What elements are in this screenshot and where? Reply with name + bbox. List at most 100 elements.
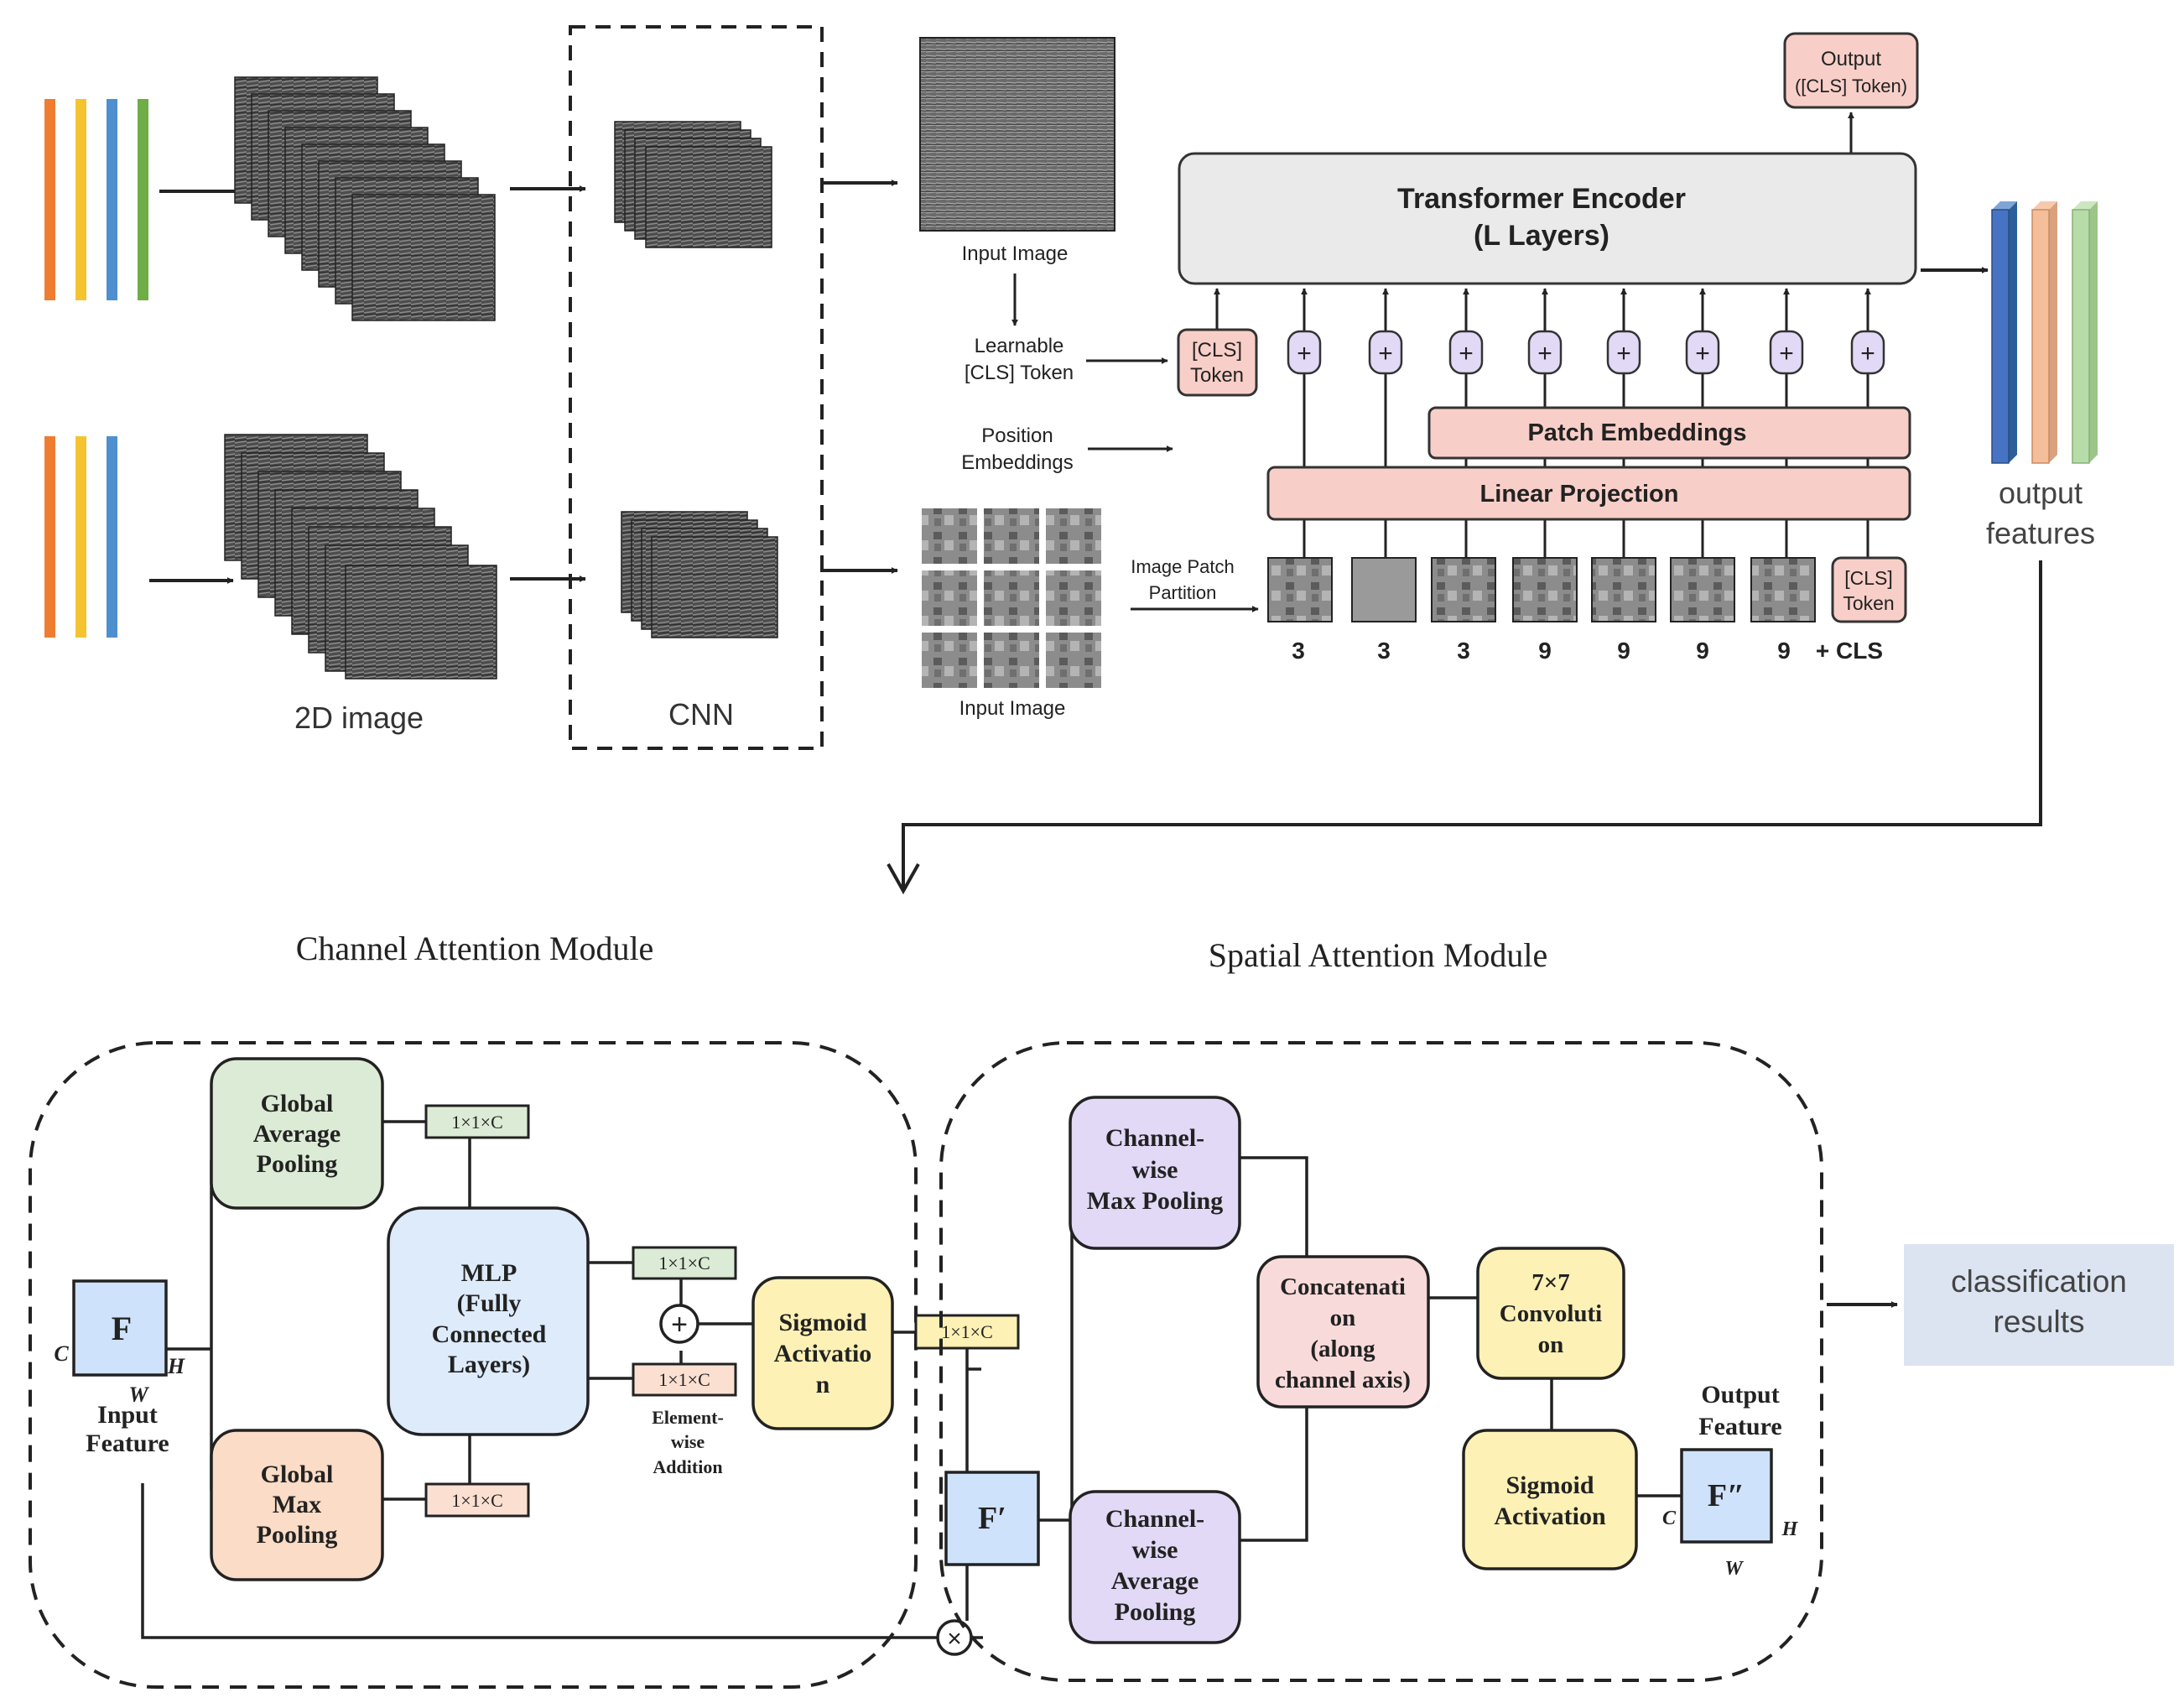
label-patch-partition-line1: Image Patch bbox=[1131, 556, 1235, 577]
patch-counts: 3 3 3 9 9 9 9 + CLS bbox=[1292, 638, 1883, 664]
sam-dim-h: H bbox=[1781, 1518, 1799, 1540]
elementwise-addition-icon bbox=[659, 1304, 699, 1344]
output-symbol: F″ bbox=[1708, 1478, 1745, 1513]
input-image-top bbox=[919, 37, 1115, 232]
dim-w-label: W bbox=[128, 1383, 149, 1407]
spectral-bars-bottom bbox=[44, 436, 117, 638]
connector-to-attention bbox=[902, 560, 2042, 891]
image-stack-bottom bbox=[224, 434, 497, 680]
vector-gap-label: 1×1×C bbox=[451, 1112, 503, 1133]
vector-sigmoid bbox=[914, 1314, 1020, 1350]
gap-line1: Global bbox=[261, 1090, 334, 1117]
sam-sigmoid-line1: Sigmoid bbox=[1505, 1471, 1594, 1499]
output-feature-line2: Feature bbox=[1698, 1413, 1781, 1440]
addition-symbol: + bbox=[671, 1309, 688, 1341]
svg-text:+: + bbox=[1779, 340, 1794, 367]
multiply-symbol: × bbox=[947, 1625, 962, 1653]
output-feature-f-double-prime bbox=[1680, 1448, 1773, 1544]
classification-line1: classification bbox=[1951, 1264, 2127, 1299]
label-cnn: CNN bbox=[668, 697, 734, 732]
cw-avg-line3: Average bbox=[1111, 1567, 1199, 1595]
elementwise-line3: Addition bbox=[653, 1456, 722, 1477]
label-input-image-top: Input Image bbox=[962, 242, 1069, 265]
title-channel-attention: Channel Attention Module bbox=[296, 930, 654, 967]
label-2d-image: 2D image bbox=[294, 700, 424, 735]
elementwise-line2: wise bbox=[671, 1431, 705, 1452]
mlp-line1: MLP bbox=[461, 1259, 517, 1287]
label-position-line2: Embeddings bbox=[961, 451, 1073, 474]
svg-text:+ CLS: + CLS bbox=[1816, 638, 1883, 664]
concatenation-box bbox=[1256, 1255, 1430, 1409]
conv-line2: Convoluti bbox=[1500, 1300, 1602, 1327]
mlp-box bbox=[387, 1206, 590, 1436]
vector-mlp-top-label: 1×1×C bbox=[658, 1253, 710, 1273]
svg-text:+: + bbox=[1459, 340, 1474, 367]
svg-text:3: 3 bbox=[1377, 638, 1391, 664]
cls-token-bottom-line1: [CLS] bbox=[1844, 567, 1893, 589]
conv-line3: on bbox=[1538, 1331, 1564, 1358]
svg-text:+: + bbox=[1695, 340, 1710, 367]
dim-h-label: H bbox=[167, 1354, 185, 1378]
plus-to-encoder-arrows bbox=[1301, 288, 1871, 331]
spectral-bars-top bbox=[44, 99, 148, 300]
f-prime-symbol: F′ bbox=[978, 1501, 1006, 1536]
concat-line1: Concatenati bbox=[1280, 1273, 1406, 1300]
channelwise-average-pooling-box bbox=[1069, 1490, 1241, 1644]
output-features-line1: output bbox=[1999, 476, 2083, 510]
mlp-line4: Layers) bbox=[448, 1351, 530, 1378]
svg-text:9: 9 bbox=[1538, 638, 1552, 664]
svg-text:3: 3 bbox=[1457, 638, 1470, 664]
output-cls-line1: Output bbox=[1821, 48, 1881, 70]
label-learnable-line1: Learnable bbox=[975, 335, 1064, 357]
classification-line2: results bbox=[1994, 1305, 2085, 1339]
cam-wires bbox=[141, 1120, 983, 1639]
sam-sigmoid-box bbox=[1462, 1429, 1638, 1570]
output-cls-box bbox=[1783, 32, 1919, 109]
svg-text:9: 9 bbox=[1696, 638, 1709, 664]
label-position-line1: Position bbox=[981, 424, 1053, 447]
input-image-grid bbox=[920, 507, 1103, 690]
cw-max-line1: Channel- bbox=[1105, 1124, 1204, 1152]
input-feature-line2: Feature bbox=[86, 1430, 169, 1457]
svg-text:9: 9 bbox=[1777, 638, 1791, 664]
cnn-box bbox=[569, 25, 824, 750]
global-average-pooling-box bbox=[210, 1057, 384, 1210]
mlp-line2: (Fully bbox=[457, 1289, 522, 1317]
conv7x7-box bbox=[1476, 1247, 1625, 1380]
input-feature-line1: Input bbox=[97, 1401, 158, 1429]
spatial-attention-box bbox=[939, 1041, 1823, 1682]
image-stack-top bbox=[234, 76, 496, 321]
svg-text:9: 9 bbox=[1617, 638, 1630, 664]
connector-arrowhead bbox=[887, 863, 920, 895]
sam-dim-c: C bbox=[1662, 1508, 1677, 1529]
svg-text:+: + bbox=[1860, 340, 1875, 367]
cls-token-bottom-box bbox=[1831, 556, 1907, 623]
gmp-line3: Pooling bbox=[257, 1521, 338, 1549]
plus-symbols: + + + + + + + + bbox=[1297, 340, 1875, 367]
patch-embeddings-box bbox=[1427, 406, 1911, 460]
sam-dim-w: W bbox=[1724, 1558, 1744, 1580]
label-patch-partition-line2: Partition bbox=[1149, 582, 1217, 603]
svg-text:+: + bbox=[1297, 340, 1312, 367]
linear-projection-box bbox=[1266, 466, 1911, 521]
gmp-line2: Max bbox=[273, 1491, 321, 1518]
patch-thumbnails bbox=[1267, 557, 1816, 622]
cls-token-bottom-line2: Token bbox=[1843, 592, 1894, 614]
label-learnable-line2: [CLS] Token bbox=[965, 362, 1074, 384]
title-spatial-attention: Spatial Attention Module bbox=[1209, 936, 1547, 974]
cw-avg-line2: wise bbox=[1132, 1536, 1178, 1564]
gap-line2: Average bbox=[253, 1120, 341, 1148]
gap-line3: Pooling bbox=[257, 1150, 338, 1178]
output-feature-line1: Output bbox=[1701, 1381, 1779, 1409]
channel-attention-box bbox=[29, 1041, 918, 1689]
cls-token-line1: [CLS] bbox=[1192, 339, 1242, 362]
patch-embeddings-label: Patch Embeddings bbox=[1527, 419, 1746, 446]
cw-avg-line4: Pooling bbox=[1115, 1598, 1196, 1626]
intermediate-feature-f-prime bbox=[944, 1471, 1040, 1566]
output-cls-line2: ([CLS] Token) bbox=[1795, 76, 1907, 96]
svg-text:+: + bbox=[1537, 340, 1552, 367]
transformer-encoder-line2: (L Layers) bbox=[1474, 220, 1609, 252]
output-features-line2: features bbox=[1986, 516, 2095, 550]
